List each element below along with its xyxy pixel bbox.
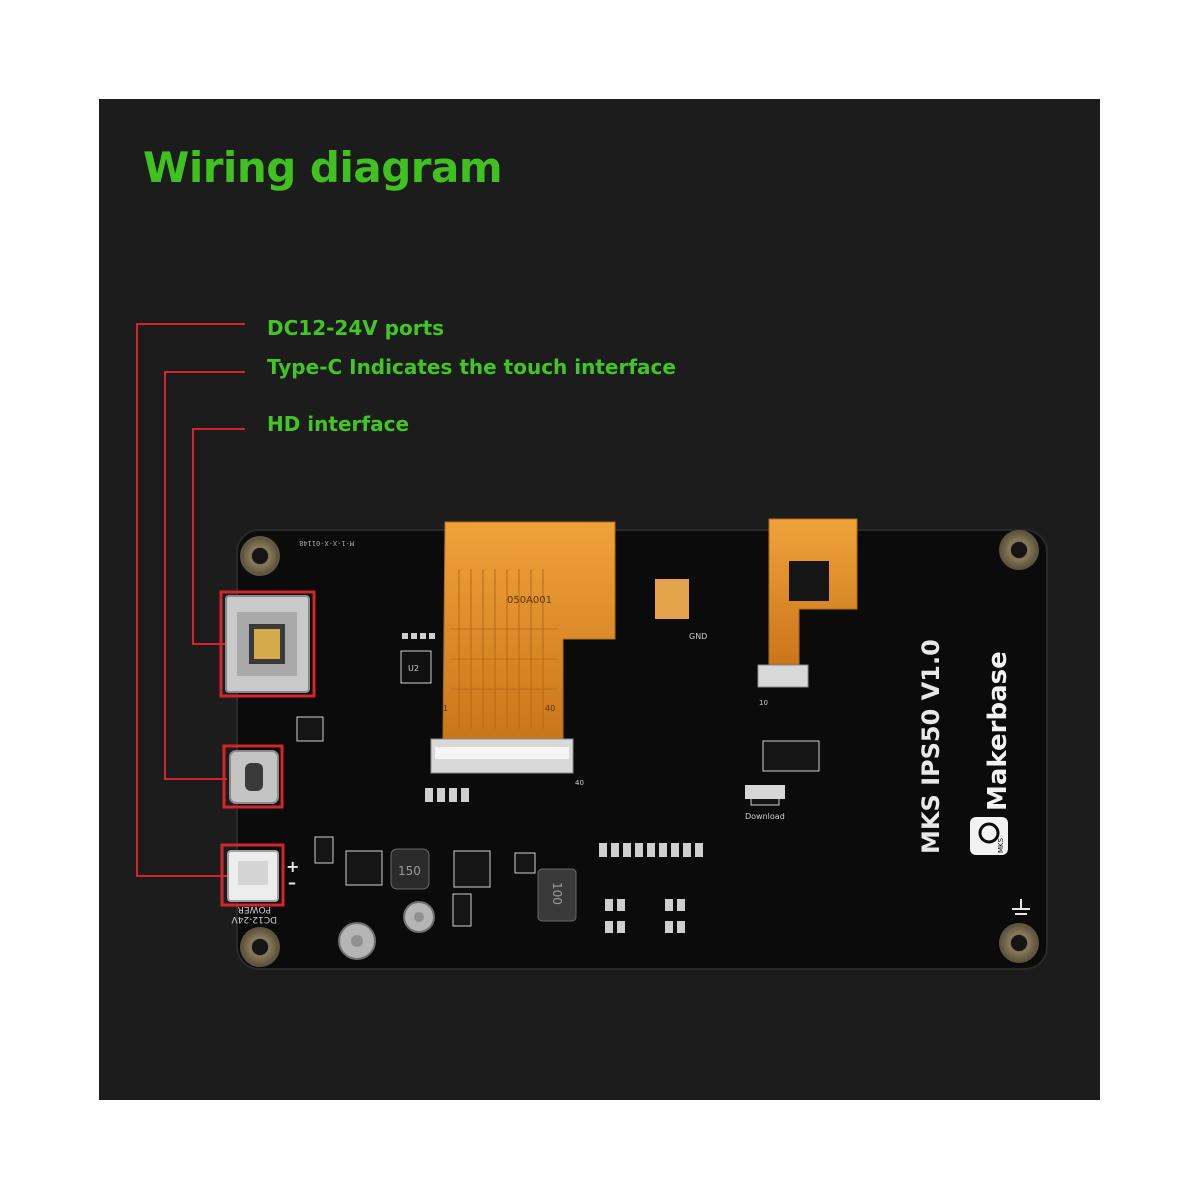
silk-pcb-code: M-1-X-X-01148 — [299, 539, 354, 547]
inductor-150 — [390, 848, 430, 890]
inductor-100-label: 100 — [550, 882, 564, 905]
silk-connector-40: 40 — [575, 779, 584, 787]
power-minus-sign: – — [288, 873, 296, 892]
leader-dc-ports — [136, 323, 245, 877]
board-brand: Makerbase — [983, 651, 1013, 811]
diagram-panel: Wiring diagram DC12-24V ports Type-C Ind… — [99, 99, 1100, 1100]
mounting-holes — [240, 530, 1039, 967]
pcb-body — [236, 529, 1048, 970]
pcb-board-illustration: 050A001 1 40 + – DC12-24V POWER M-1-X-X-… — [225, 518, 1048, 970]
callout-dc-ports: DC12-24V ports — [267, 316, 445, 340]
silk-gnd: GND — [689, 632, 707, 641]
fpc-traces — [458, 569, 544, 729]
download-button-component — [745, 785, 785, 799]
fpc-pin-start: 1 — [443, 704, 448, 713]
highlight-usb-c — [222, 744, 284, 809]
silk-dc-label: DC12-24V — [231, 914, 277, 924]
power-plus-sign: + — [286, 857, 299, 876]
connector-touch — [757, 664, 809, 688]
highlight-power — [220, 843, 285, 907]
fpc-code: 050A001 — [507, 595, 552, 606]
leader-type-c — [164, 371, 245, 780]
highlight-hdmi — [219, 590, 316, 698]
mks-logo-text: MKS — [997, 837, 1005, 853]
ground-symbol-icon — [1012, 899, 1030, 915]
inductor-100 — [537, 868, 577, 922]
board-model: MKS IPS50 V1.0 — [917, 639, 945, 854]
leader-hd — [192, 428, 245, 645]
fpc-pin-end: 40 — [545, 704, 555, 713]
silk-download: Download — [745, 812, 785, 821]
callout-hd-interface: HD interface — [267, 412, 410, 436]
misc-components — [296, 716, 820, 927]
fpc-stiffener — [655, 579, 689, 619]
silk-power-label: POWER — [238, 904, 271, 914]
mks-logo — [970, 817, 1008, 855]
silk-connector-10: 10 — [759, 699, 768, 707]
silk-u2: U2 — [408, 664, 419, 673]
passive-rows — [402, 633, 703, 933]
diagram-title: Wiring diagram — [143, 143, 503, 192]
inductor-150-label: 150 — [398, 864, 421, 878]
touch-controller-chip — [789, 561, 829, 601]
callout-type-c: Type-C Indicates the touch interface — [267, 355, 676, 379]
leader-lines — [136, 323, 316, 907]
u2-chip — [400, 650, 432, 684]
